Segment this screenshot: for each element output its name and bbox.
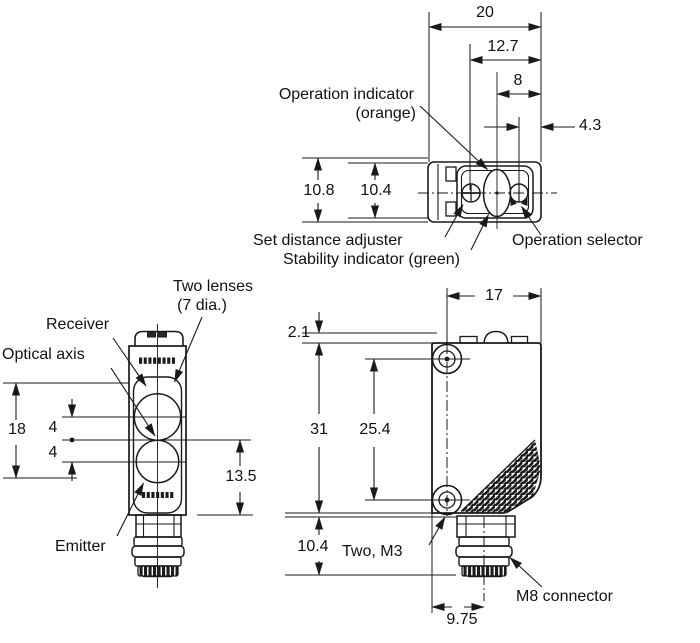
dim-hole-pitch: 25.4 bbox=[357, 421, 393, 440]
chamfer-hatch bbox=[461, 440, 541, 513]
label-emitter: Emitter bbox=[55, 538, 106, 555]
dim-outer-height: 10.8 bbox=[301, 182, 337, 201]
dim-upper-axis-gap: 4 bbox=[48, 419, 58, 436]
label-set-distance-adjuster: Set distance adjuster bbox=[253, 232, 403, 249]
dim-inner-width: 12.7 bbox=[487, 38, 519, 55]
dot-row-upper bbox=[139, 357, 175, 364]
dim-axis-span: 18 bbox=[6, 421, 28, 440]
dim-selector-offset: 4.3 bbox=[579, 117, 602, 134]
label-two-lenses-line2: (7 dia.) bbox=[177, 297, 227, 314]
side-view bbox=[285, 288, 543, 613]
dim-connector-offset: 9.75 bbox=[446, 611, 478, 628]
top-bump-dome bbox=[483, 330, 509, 344]
side-connector bbox=[455, 515, 516, 578]
front-connector bbox=[131, 514, 185, 578]
dim-overall-width: 20 bbox=[476, 4, 494, 21]
dim-lower-axis-gap: 4 bbox=[48, 444, 58, 461]
label-operation-selector: Operation selector bbox=[512, 232, 643, 249]
label-two-lenses-line1: Two lenses bbox=[172, 278, 254, 295]
label-stability-indicator: Stability indicator (green) bbox=[283, 251, 460, 268]
mount-slot-lower bbox=[445, 201, 457, 217]
dim-axis-to-bottom: 13.5 bbox=[223, 468, 259, 487]
mount-slot-upper bbox=[445, 166, 457, 182]
label-operation-indicator-line2: (orange) bbox=[355, 105, 416, 122]
dim-depth: 17 bbox=[483, 287, 505, 306]
label-operation-indicator-line1: Operation indicator bbox=[278, 86, 414, 103]
operation-selector-screw bbox=[509, 183, 529, 206]
top-view bbox=[302, 12, 575, 251]
front-view bbox=[3, 316, 253, 588]
label-optical-axis: Optical axis bbox=[2, 346, 85, 363]
label-receiver: Receiver bbox=[46, 316, 110, 333]
dim-connector-protrusion: 10.4 bbox=[295, 538, 331, 557]
dim-lens-offset: 8 bbox=[513, 72, 523, 89]
label-two-m3: Two, M3 bbox=[342, 543, 403, 560]
dim-bump-height: 2.1 bbox=[287, 324, 310, 341]
dim-body-height-side: 31 bbox=[308, 421, 330, 440]
label-m8-connector: M8 connector bbox=[516, 588, 613, 605]
dim-body-height: 10.4 bbox=[358, 182, 394, 201]
